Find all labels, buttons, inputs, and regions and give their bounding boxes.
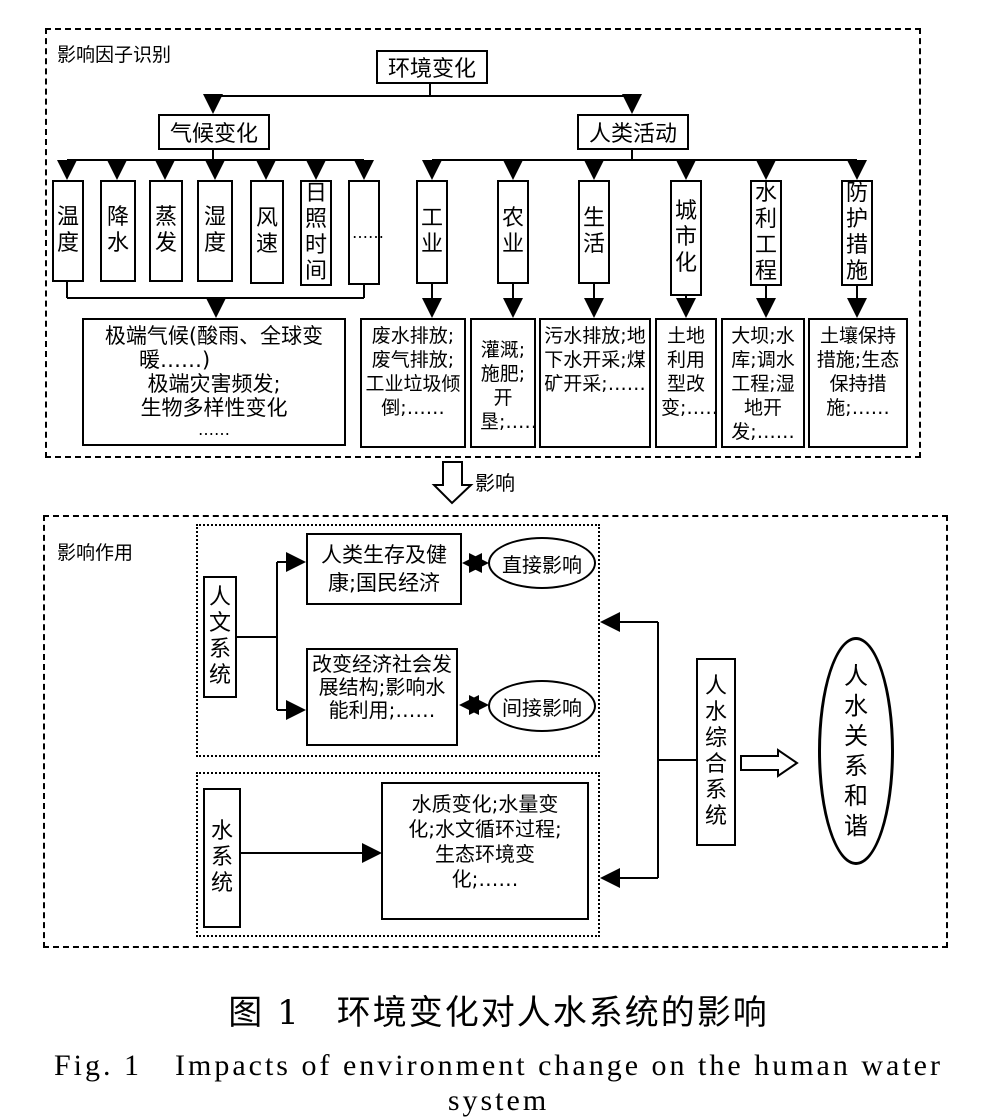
- factor-sunshine-duration: 日照时间: [300, 180, 332, 286]
- climate-result-line-2: 暖……): [139, 348, 211, 372]
- climate-result-line-3: 极端灾害频发;: [147, 372, 281, 396]
- survival-health-economy-box: 人类生存及健康;国民经济: [306, 533, 462, 605]
- humanities-system-box: 人文系统: [203, 576, 237, 698]
- connector-lines: [57, 82, 867, 888]
- human-water-harmony-ellipse: 人水关系和谐: [818, 637, 894, 865]
- figure-caption-english: Fig. 1 Impacts of environment change on …: [54, 1049, 943, 1117]
- environment-change-box: 环境变化: [376, 50, 488, 84]
- factor-precipitation: 降水: [100, 180, 136, 282]
- water-group-frame: [196, 772, 600, 937]
- influence-arrow-label: 影响: [475, 471, 515, 495]
- human-activity-box: 人类活动: [577, 114, 689, 150]
- factor-temperature: 温度: [52, 180, 84, 282]
- climate-change-box: 气候变化: [158, 114, 270, 150]
- indirect-impact-ellipse: 间接影响: [488, 680, 596, 732]
- result-agriculture: 灌溉;施肥;开垦;……: [470, 318, 536, 448]
- result-protection-measures: 土壤保持措施;生态保持措施;……: [808, 318, 908, 448]
- climate-result-line-4: 生物多样性变化: [140, 396, 288, 420]
- result-urbanization: 土地利用型改变;……: [655, 318, 717, 448]
- climate-result-line-1: 极端气候(酸雨、全球变: [104, 324, 324, 348]
- factor-climate-etc: ……: [348, 180, 384, 285]
- influence-effect-frame: [43, 515, 948, 948]
- factor-humidity: 湿度: [197, 180, 233, 282]
- human-water-integrated-system-box: 人水综合系统: [696, 658, 736, 846]
- result-water-engineering: 大坝;水库;调水工程;湿地开发;……: [721, 318, 805, 448]
- direct-impact-ellipse: 直接影响: [488, 537, 596, 589]
- climate-result-box: 极端气候(酸雨、全球变 暖……) 极端灾害频发; 生物多样性变化 ……: [82, 318, 346, 446]
- factor-agriculture: 农业: [497, 180, 529, 284]
- water-system-box: 水系统: [203, 788, 241, 928]
- socioeconomic-structure-box: 改变经济社会发展结构;影响水能利用;……: [306, 648, 458, 746]
- factor-domestic-life: 生活: [578, 180, 610, 284]
- figure-caption-chinese: 图 1 环境变化对人水系统的影响: [228, 993, 769, 1033]
- factor-identification-frame: [45, 28, 921, 458]
- influence-effect-label: 影响作用: [57, 542, 134, 564]
- result-industry: 废水排放;废气排放;工业垃圾倾倒;……: [360, 318, 466, 448]
- factor-protection-measures: 防护措施: [841, 180, 873, 286]
- water-change-box: 水质变化;水量变化;水文循环过程;生态环境变化;……: [381, 782, 589, 920]
- climate-result-line-5: ……: [198, 420, 230, 439]
- result-domestic-life: 污水排放;地下水开采;煤矿开采;……: [539, 318, 651, 448]
- factor-urbanization: 城市化: [670, 180, 702, 296]
- factor-water-engineering: 水利工程: [750, 180, 782, 286]
- factor-wind-speed: 风速: [250, 180, 284, 284]
- factor-industry: 工业: [416, 180, 448, 284]
- humanities-group-frame: [196, 524, 600, 757]
- factor-identification-label: 影响因子识别: [57, 44, 172, 66]
- factor-evaporation: 蒸发: [149, 180, 183, 282]
